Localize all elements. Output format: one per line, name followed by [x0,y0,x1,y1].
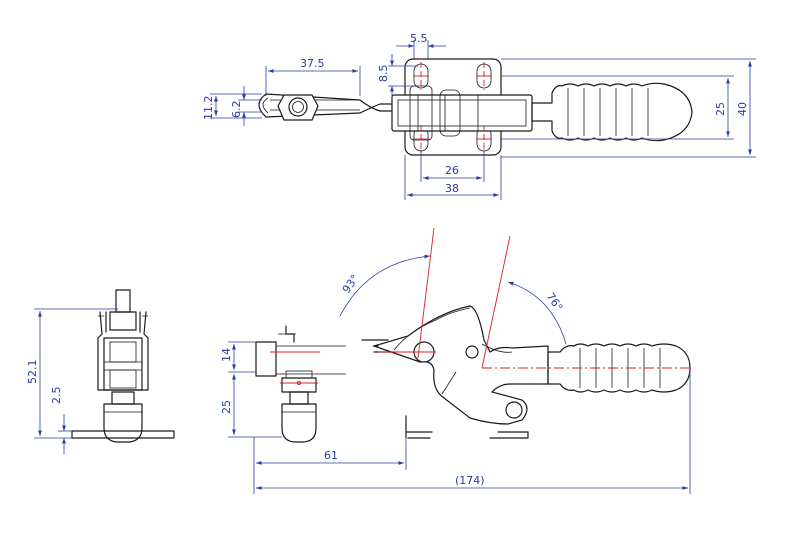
front-view: 93° 76° 14 25 61 (174) [220,227,691,494]
top-hex-nut [277,94,319,121]
top-arm [258,93,397,121]
dim-left-base-thickness: 2.5 [50,387,63,405]
dim-angle-handle: 76° [544,290,566,313]
dim-front-spindle-height: 25 [220,400,233,414]
top-dimensions: 5.5 37.5 8.5 11.2 6.2 [202,32,756,200]
dim-top-hole-spacing: 26 [445,164,459,177]
left-base-plate [71,430,175,439]
dim-top-slot-height: 8.5 [377,65,390,83]
dim-front-block-height: 14 [220,348,233,362]
left-view: 52.1 2.5 [26,289,175,454]
top-view: 5.5 37.5 8.5 11.2 6.2 [202,32,756,200]
dim-front-overall: (174) [455,474,485,487]
top-body [391,85,533,141]
dim-angle-open: 93° [340,272,362,295]
dim-top-base-inner: 25 [714,102,727,116]
dim-top-arm-length: 37.5 [300,57,325,70]
top-handle [531,82,693,142]
dim-front-reach: 61 [324,449,338,462]
dim-left-total-height: 52.1 [26,360,39,385]
front-arm [255,325,346,443]
dim-top-base-outer: 40 [736,102,749,116]
front-body [361,305,549,439]
left-dimensions: 52.1 2.5 [26,308,118,454]
dim-top-bar-inner: 6.2 [230,101,243,119]
dim-top-base-width: 38 [445,182,459,195]
front-dimensions: 14 25 61 (174) [220,341,691,494]
top-centerlines [413,62,492,153]
front-centerlines [270,227,690,384]
dim-top-bar-outer: 11.2 [202,96,215,121]
dim-top-slot-width: 5.5 [410,32,428,45]
